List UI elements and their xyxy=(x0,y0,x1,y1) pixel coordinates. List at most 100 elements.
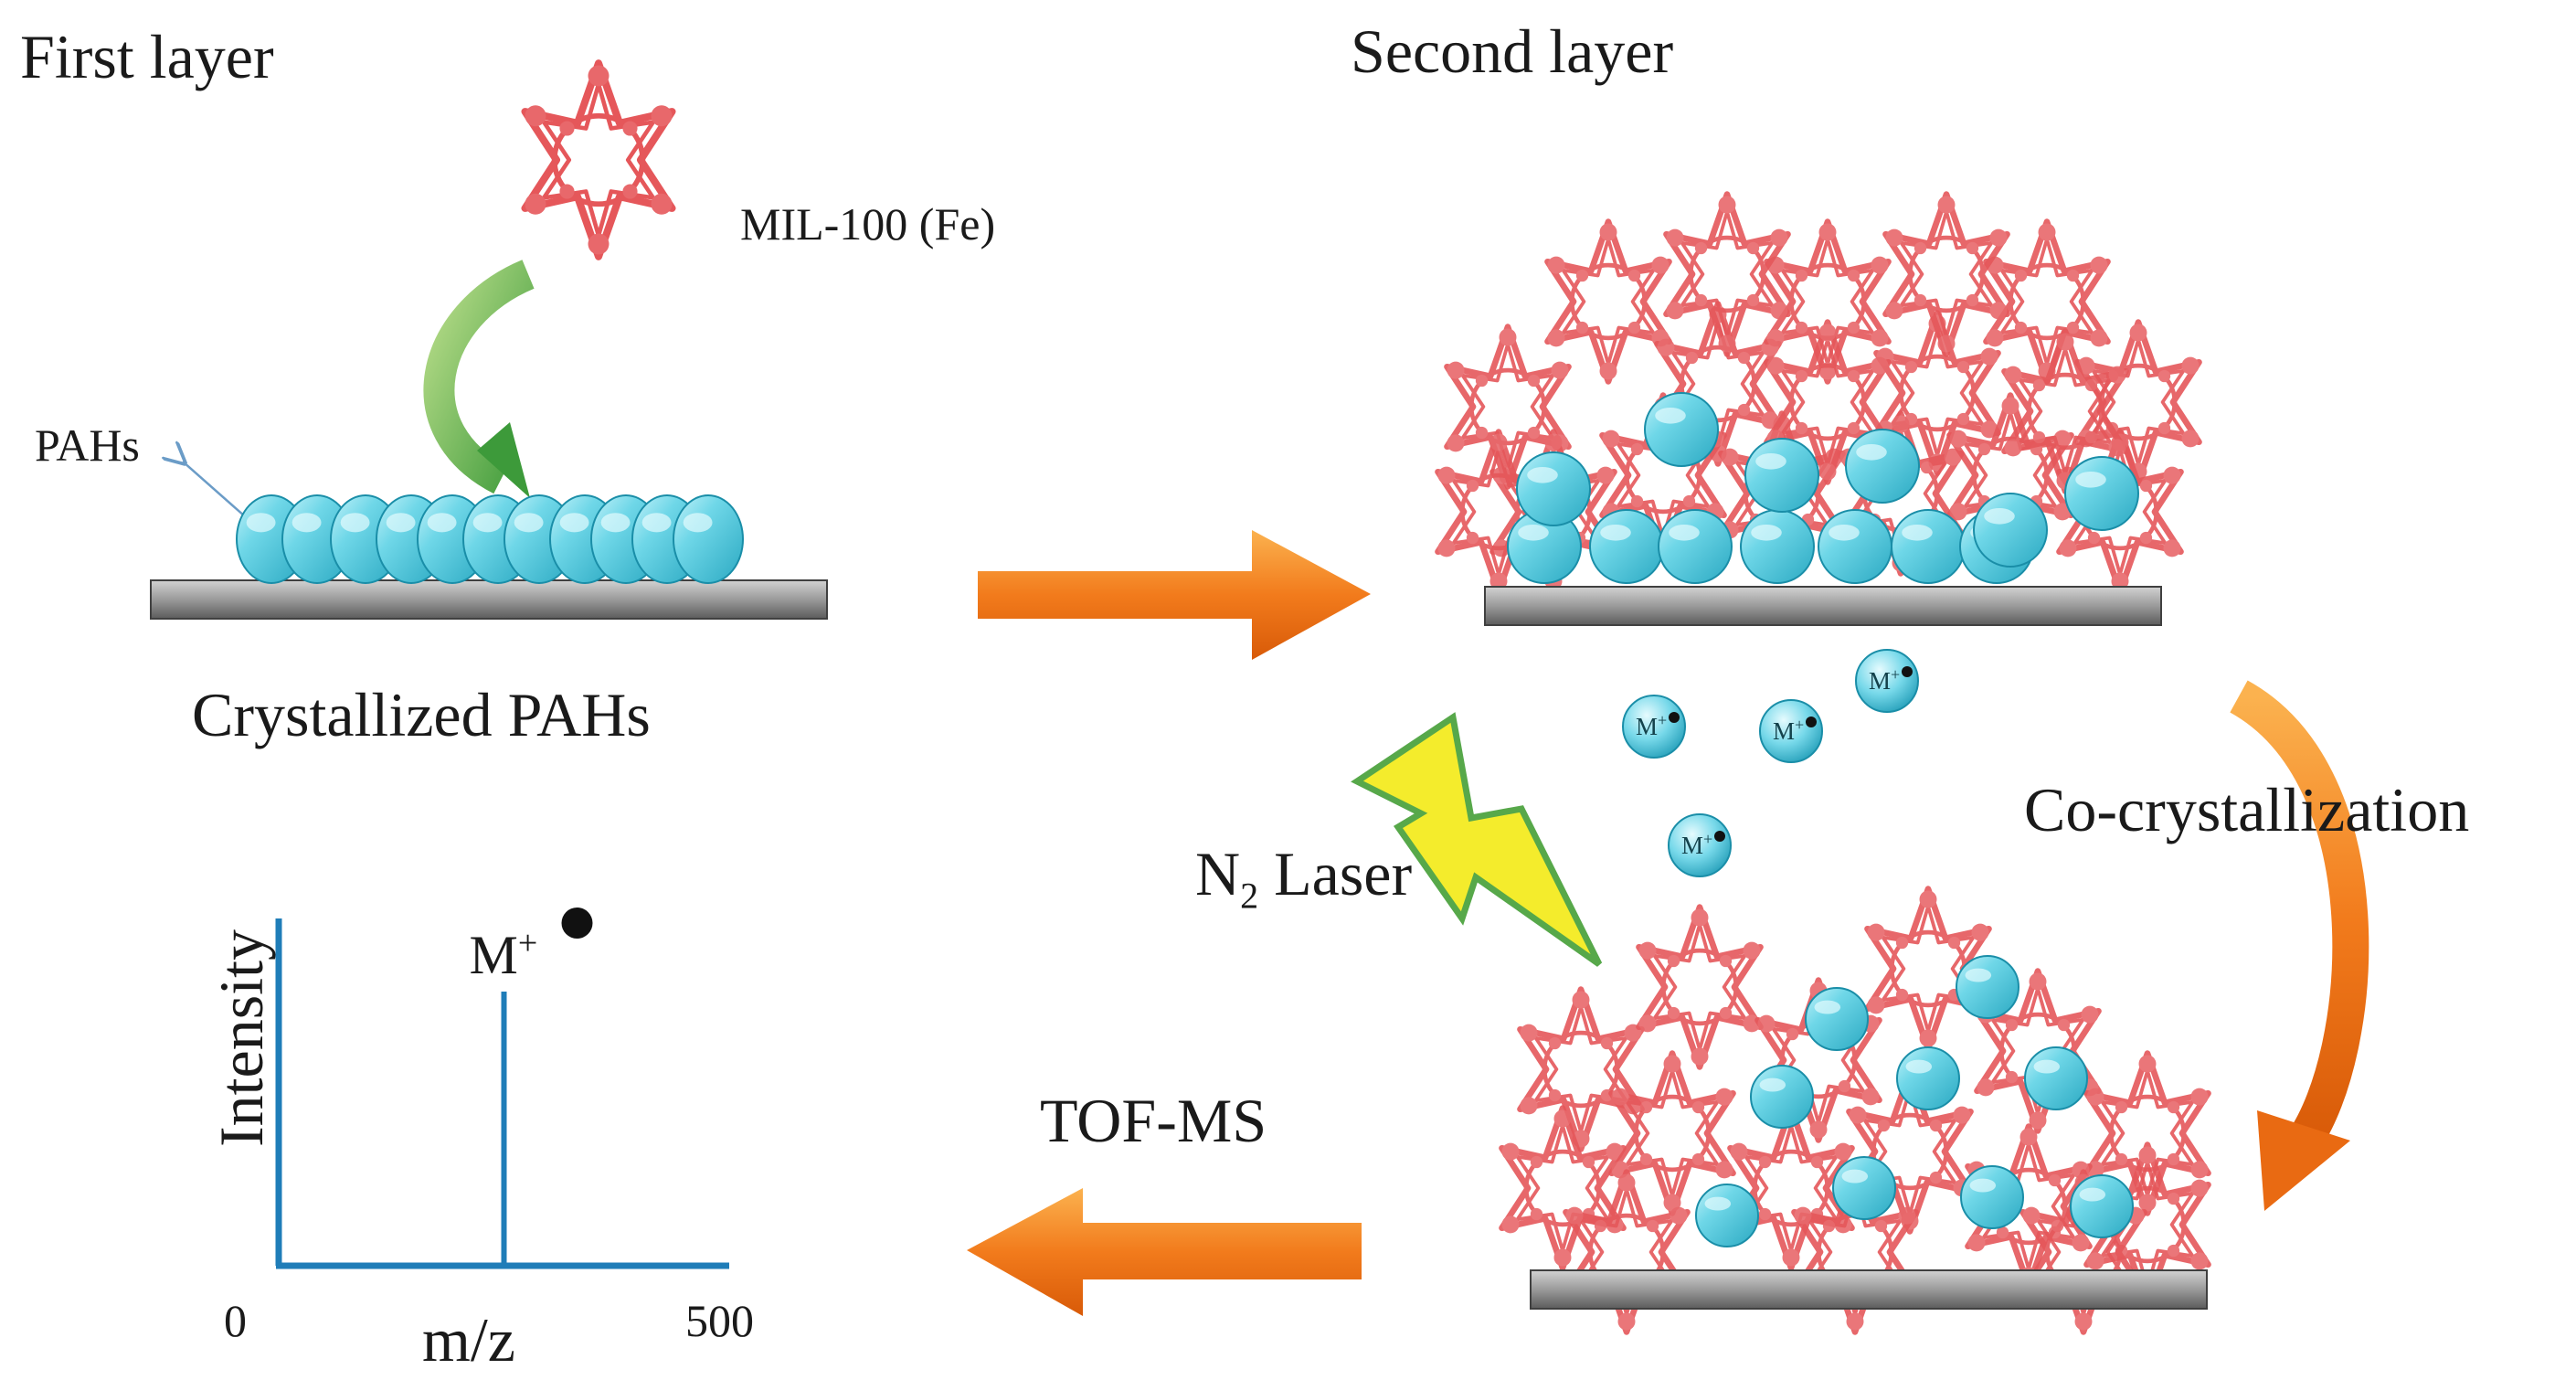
substrate-bottom-right xyxy=(1530,1269,2208,1310)
pah-sphere xyxy=(2064,456,2139,531)
pah-sphere-highlight xyxy=(246,513,276,533)
radical-dot-icon xyxy=(1902,666,1913,677)
pah-sphere-highlight xyxy=(1984,508,2015,525)
substrate-left xyxy=(150,579,828,620)
pah-sphere-highlight xyxy=(292,513,322,533)
pah-sphere xyxy=(1658,509,1733,584)
pah-sphere-highlight xyxy=(1518,525,1549,541)
tofms-label: TOF-MS xyxy=(1040,1086,1267,1155)
pah-sphere-highlight xyxy=(559,513,589,533)
ion-sphere xyxy=(1855,649,1919,713)
framework-star xyxy=(1767,222,1889,382)
laser-n: N xyxy=(1195,839,1241,908)
ion-charge: + xyxy=(1891,665,1900,684)
second-layer-heading: Second layer xyxy=(1351,16,1674,86)
pah-sphere xyxy=(2024,1046,2088,1110)
mil-label: MIL-100 (Fe) xyxy=(740,198,996,249)
radical-dot-icon xyxy=(1714,831,1725,842)
n2-laser-label: N2 Laser xyxy=(1195,843,1412,914)
framework-star xyxy=(1502,1109,1624,1269)
framework-star xyxy=(1521,990,1642,1150)
pah-sphere-highlight xyxy=(1600,525,1631,541)
pah-sphere-highlight xyxy=(1751,525,1782,541)
pah-sphere-highlight xyxy=(1655,408,1686,424)
laser-subscript: 2 xyxy=(1240,875,1259,917)
pah-sphere-highlight xyxy=(340,513,370,533)
pah-sphere xyxy=(1832,1156,1896,1220)
substrate-top-right xyxy=(1484,586,2162,626)
pah-sphere-highlight xyxy=(1856,444,1887,461)
pah-sphere-highlight xyxy=(600,513,631,533)
pah-sphere-highlight xyxy=(641,513,672,533)
pah-sphere xyxy=(1896,1046,1960,1110)
pah-sphere-highlight xyxy=(472,513,503,533)
second-layer-pahs xyxy=(1507,392,2139,584)
pah-sphere xyxy=(1695,1184,1759,1247)
pah-sphere-highlight xyxy=(386,513,416,533)
ion-charge: + xyxy=(1658,711,1667,729)
pah-sphere xyxy=(1750,1065,1814,1129)
pah-sphere-highlight xyxy=(1759,1077,1786,1092)
radical-dot-icon xyxy=(1669,712,1680,723)
mz-axis-label: m/z xyxy=(422,1305,515,1375)
orange-left-arrow xyxy=(967,1188,1362,1316)
pah-sphere xyxy=(1960,1165,2024,1229)
pah-sphere-highlight xyxy=(2079,1187,2106,1202)
x-tick-min: 0 xyxy=(224,1295,247,1346)
framework-star xyxy=(1548,222,1670,382)
peak-ion-charge: + xyxy=(517,924,538,962)
pah-sphere-row xyxy=(236,494,744,584)
pah-sphere xyxy=(1740,509,1815,584)
pah-sphere-highlight xyxy=(2075,472,2106,488)
pah-sphere xyxy=(1891,509,1966,584)
pah-sphere-highlight xyxy=(2033,1059,2061,1074)
ion-sphere xyxy=(1668,813,1732,877)
ion-label: M+ xyxy=(1869,665,1900,695)
pah-sphere-highlight xyxy=(427,513,457,533)
pah-sphere-highlight xyxy=(1527,467,1558,483)
pah-sphere-highlight xyxy=(514,513,544,533)
framework-star xyxy=(1639,908,1761,1067)
framework-star xyxy=(1987,222,2108,382)
pah-sphere-highlight xyxy=(1902,525,1933,541)
orange-right-arrow xyxy=(978,530,1371,660)
pah-sphere-highlight xyxy=(1704,1196,1732,1211)
cocrystal-framework xyxy=(1502,889,2209,1332)
mil-100-framework-icon xyxy=(525,63,673,257)
ion-charge: + xyxy=(1795,716,1804,734)
cocrystal-pahs xyxy=(1695,955,2134,1247)
pah-sphere xyxy=(1845,429,1920,504)
x-tick-max: 500 xyxy=(685,1295,754,1346)
pah-sphere xyxy=(1644,392,1719,467)
orange-curved-arrow xyxy=(2229,680,2369,1211)
co-crystallization-label: Co-crystallization xyxy=(2024,775,2470,844)
radical-dot-icon xyxy=(561,908,593,939)
first-layer-heading: First layer xyxy=(20,22,274,91)
crystallized-label: Crystallized PAHs xyxy=(192,680,651,749)
pah-sphere xyxy=(1589,509,1664,584)
pah-sphere xyxy=(1744,438,1819,513)
pah-sphere-highlight xyxy=(683,513,713,533)
ion-sphere xyxy=(1622,695,1686,759)
pah-sphere-highlight xyxy=(1829,525,1860,541)
pah-sphere xyxy=(1805,987,1869,1051)
pah-sphere-highlight xyxy=(1969,1178,1997,1193)
pah-sphere-highlight xyxy=(1755,453,1786,470)
pah-sphere xyxy=(2070,1174,2134,1238)
intensity-axis-label: Intensity xyxy=(207,929,276,1147)
peak-ion-base: M xyxy=(469,925,518,985)
pahs-label: PAHs xyxy=(35,419,140,471)
ion-sphere xyxy=(1759,699,1823,763)
laser-rest: Laser xyxy=(1258,839,1413,908)
desorbed-ions: M+M+M+M+ xyxy=(1622,649,1919,877)
peak-ion-label: M+ xyxy=(469,925,538,985)
pah-sphere xyxy=(1973,493,2048,568)
radical-dot-icon xyxy=(1806,717,1817,727)
pah-sphere xyxy=(1516,451,1591,526)
pah-sphere xyxy=(673,494,744,584)
mass-spectrum-chart xyxy=(275,908,729,1269)
ion-charge: + xyxy=(1703,830,1712,848)
pahs-pointer-line xyxy=(183,462,246,517)
